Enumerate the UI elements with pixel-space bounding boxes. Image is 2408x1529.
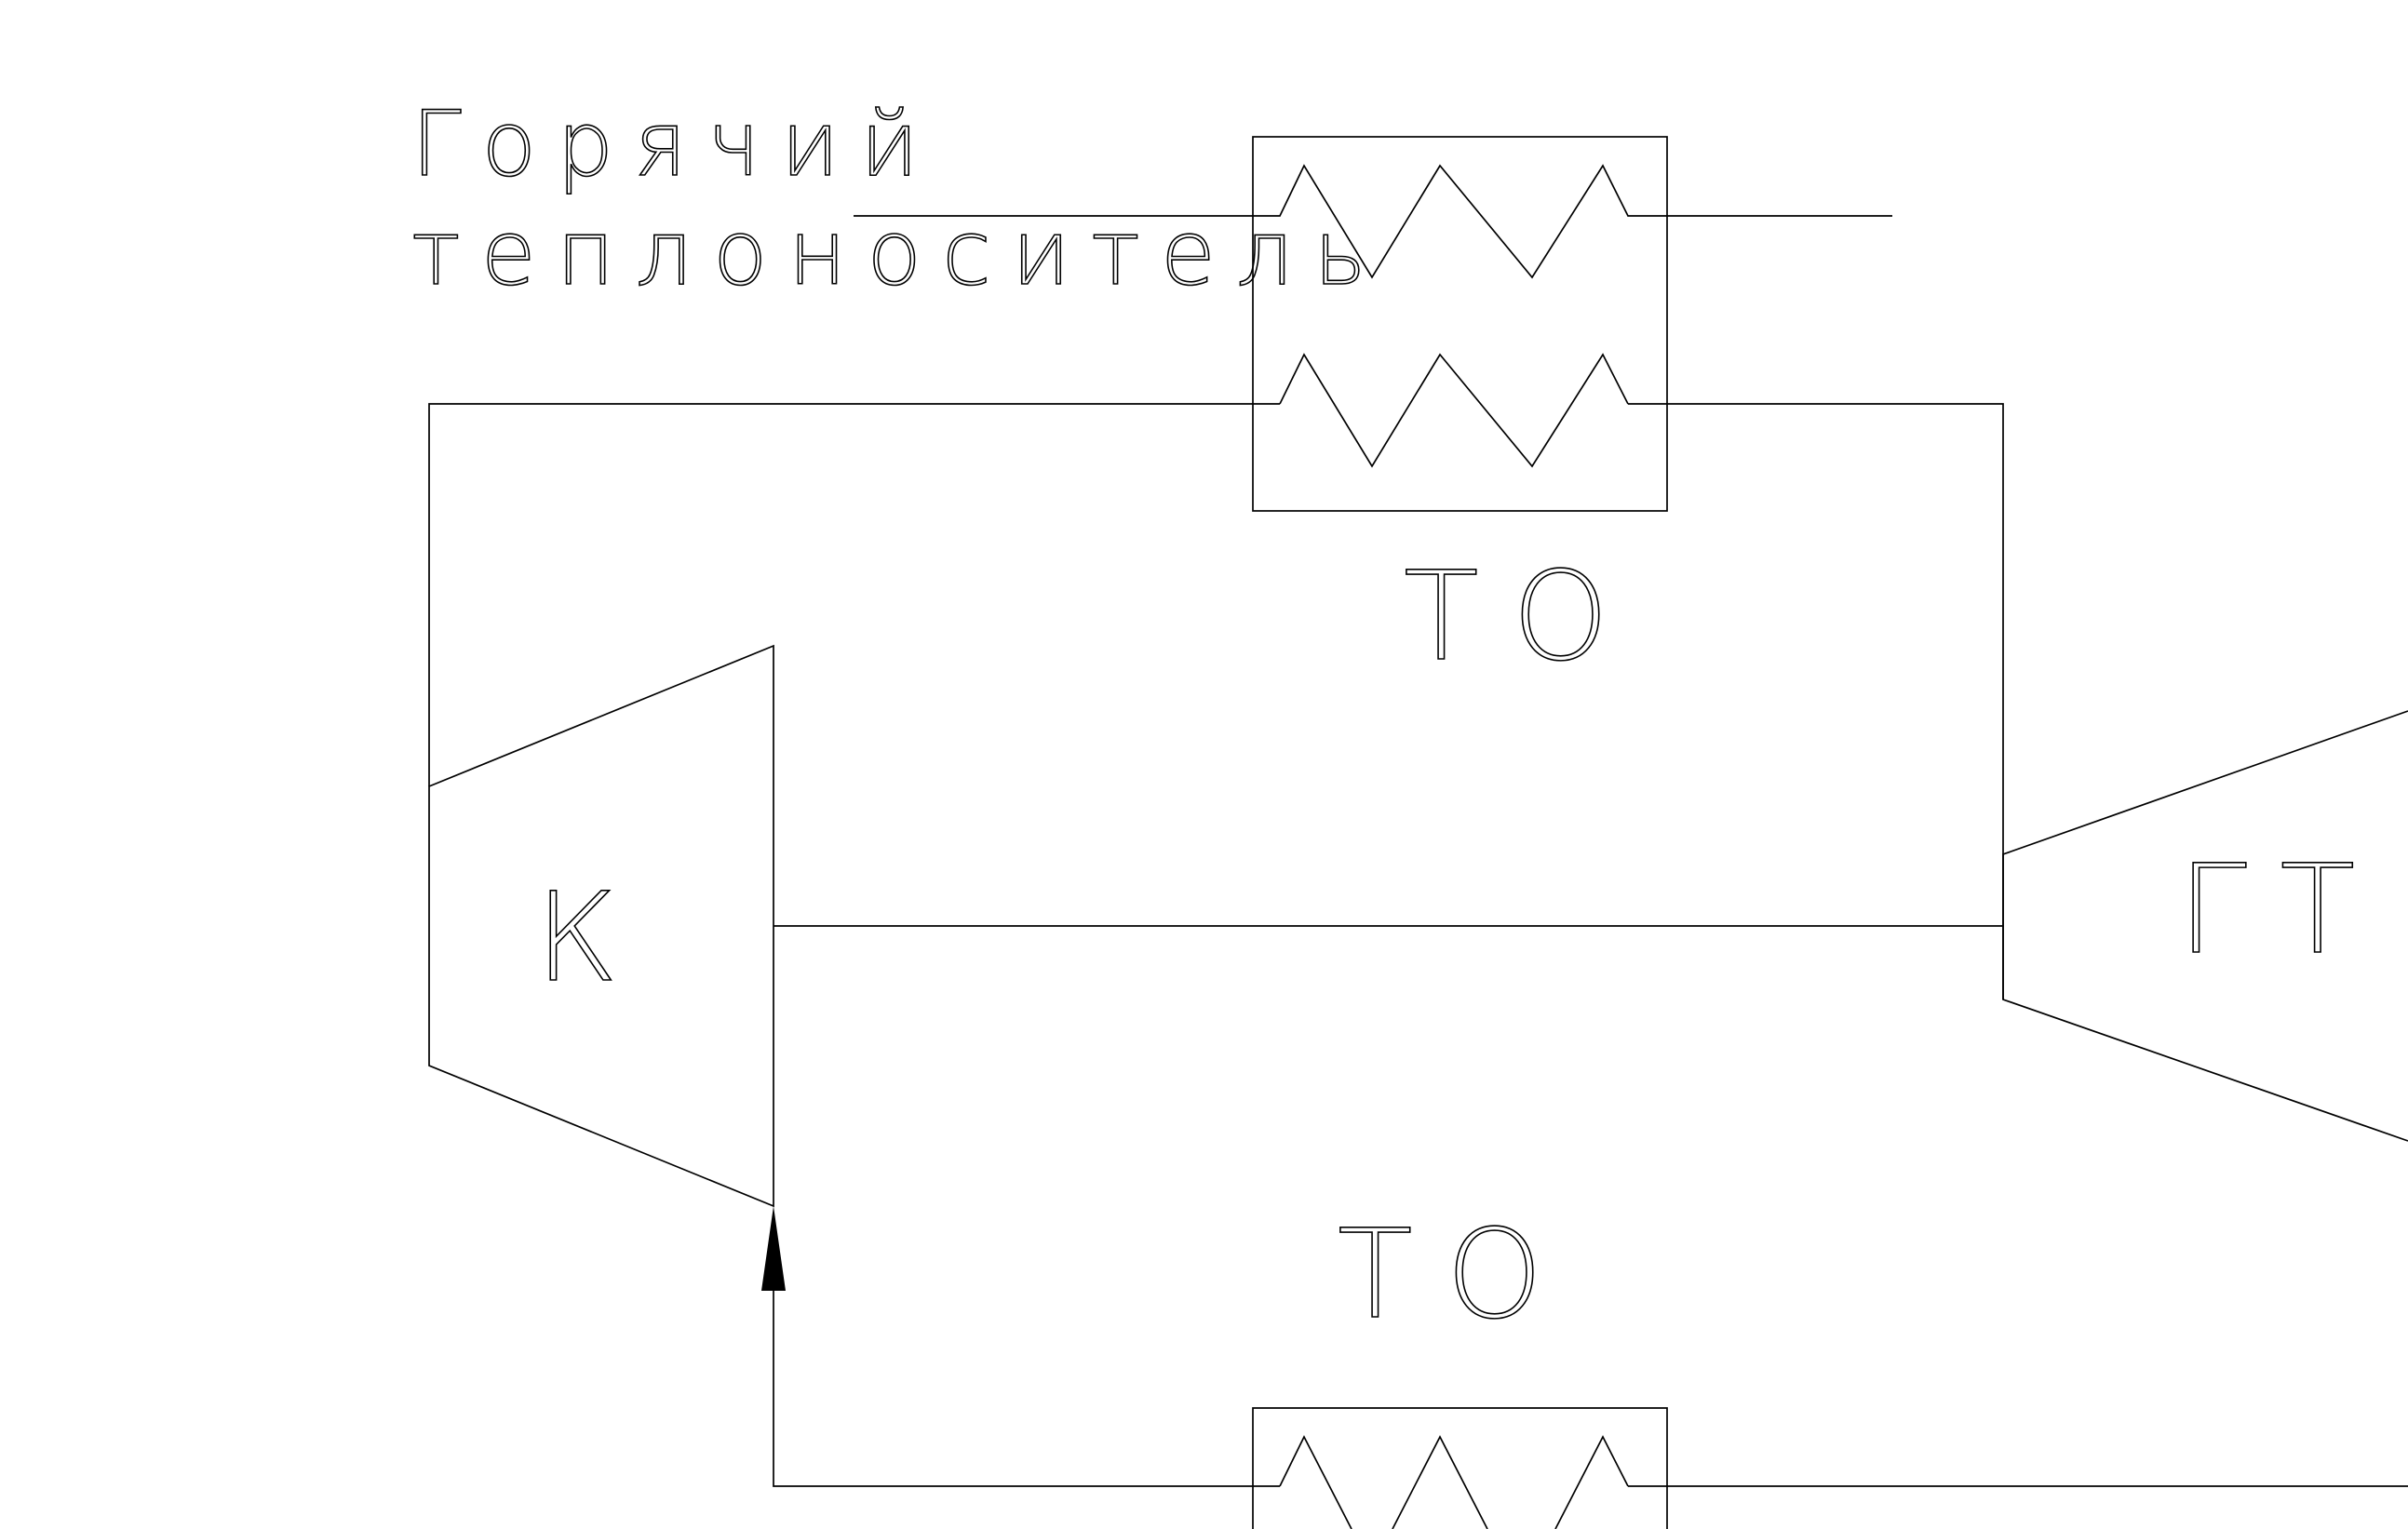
heat-exchanger-top-coil bbox=[1279, 353, 1629, 468]
hot-fluid-label-line2: теплоноситель bbox=[411, 201, 1387, 305]
compressor-label: К bbox=[535, 866, 652, 1010]
heat-exchanger-bottom-coil-mid bbox=[1392, 1435, 1488, 1529]
heat-exchanger-bottom-coil-end bbox=[1554, 1435, 1629, 1529]
gas-turbine-body bbox=[2002, 710, 2408, 1142]
heat-exchanger-bottom-coil bbox=[1279, 1435, 1352, 1529]
gas-turbine-label: ГТ bbox=[2178, 838, 2388, 982]
heat-exchanger-top: ТО bbox=[854, 136, 1892, 690]
heat-exchanger-bottom-label: ТО bbox=[1338, 1203, 1577, 1347]
compressor: К bbox=[428, 644, 774, 1208]
heat-exchanger-bottom: ТО bbox=[1252, 1202, 1668, 1529]
gas-turbine: ГТ bbox=[2002, 710, 2408, 1142]
heat-exchanger-bottom-box bbox=[1252, 1407, 1668, 1529]
pipe-bottom-exchanger-to-compressor bbox=[773, 1284, 1280, 1487]
flow-arrow bbox=[761, 1206, 786, 1291]
heat-exchanger-top-label: ТО bbox=[1404, 545, 1643, 689]
heat-exchanger-top-box bbox=[1252, 136, 1668, 512]
pipe-compressor-to-top-exchanger bbox=[428, 403, 1280, 786]
compressor-body bbox=[428, 644, 774, 1208]
hot-fluid-line bbox=[854, 164, 1892, 279]
pipe-top-exchanger-to-turbine bbox=[1628, 403, 2004, 999]
hot-fluid-label-line1: Горячий bbox=[411, 92, 939, 196]
